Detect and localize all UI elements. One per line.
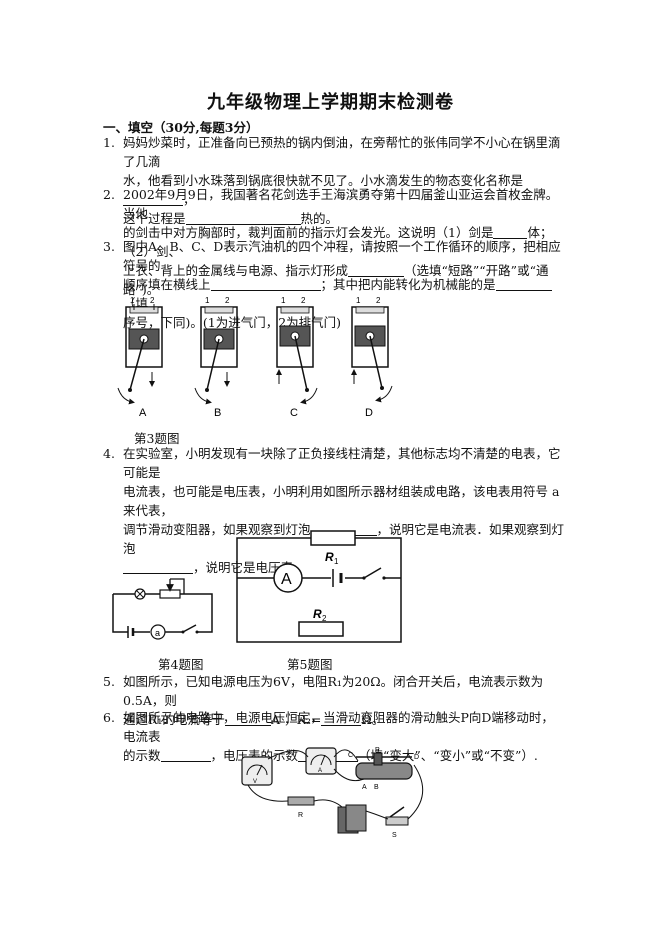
question-text: 电流表，也可能是电压表，小明利用如图所示器材组装成电路，该电表用符号 a 来代表… [123, 484, 560, 518]
answer-blank[interactable] [224, 712, 271, 726]
switch-symbol [182, 624, 197, 633]
exhaust-valve-label: 2 [225, 296, 230, 305]
resistor-label: R [298, 812, 303, 819]
answer-blank[interactable] [160, 748, 211, 762]
ammeter-symbol [273, 563, 303, 593]
exhaust-valve-label: 2 [301, 296, 306, 305]
question-text: A ，R₂= [270, 712, 322, 727]
question-text: 调节滑动变阻器，如果观察到灯泡 [123, 522, 311, 537]
page-title: 九年级物理上学期期末检测卷 [207, 92, 454, 113]
resistor-r2 [298, 621, 344, 637]
question-text: 的剑击中对方胸部时，裁判面前的指示灯会发光。这说明（1）剑是 [123, 225, 494, 240]
stroke-label-b: B [214, 407, 221, 419]
question-text: 如图所示，已知电源电压为6V，电阻R₁为20Ω。闭合开关后，电流表示数为0.5A… [123, 674, 544, 708]
answer-blank[interactable] [321, 712, 362, 726]
stroke-label-d: D [365, 407, 373, 419]
stroke-label-a: A [139, 407, 147, 419]
exhaust-valve-label: 2 [376, 296, 381, 305]
question-text: ，电压表的示数 [210, 748, 299, 763]
answer-blank[interactable] [185, 211, 301, 225]
question-text: 通过R₁的电流等于 [123, 712, 225, 727]
intake-valve-label: 1 [281, 296, 286, 305]
resistor-r2-label: R [313, 607, 322, 621]
question-text: 水，他看到小水珠落到锅底很快就不见了。小水滴发生的物态变化名称是 [123, 173, 524, 188]
question-number: 3. [103, 239, 115, 254]
question-number: 2. [103, 187, 115, 202]
engine-cylinder-a: 1 2 A [117, 296, 163, 419]
rheostat-slider[interactable] [373, 752, 383, 766]
question-number: 4. [103, 446, 115, 461]
terminal-d-label: D [414, 754, 419, 761]
question-5: 5. 如图所示，已知电源电压为6V，电阻R₁为20Ω。闭合开关后，电流表示数为0… [103, 672, 565, 729]
question-1: 1. 妈妈炒菜时，正准备向已预热的锅内倒油，在旁帮忙的张伟同学不小心在锅里滴了几… [103, 133, 565, 228]
section-heading: 一、填空（30分,每题3分） [103, 120, 259, 135]
figure-caption: 第3题图 [134, 431, 180, 446]
answer-blank[interactable] [123, 560, 193, 574]
question-text: 的示数 [123, 748, 161, 763]
question-text: 妈妈炒菜时，正准备向已预热的锅内倒油，在旁帮忙的张伟同学不小心在锅里滴了几滴 [123, 135, 561, 169]
answer-blank[interactable] [495, 277, 552, 291]
question-text: Ω。 [361, 712, 385, 727]
exhaust-valve-label: 2 [150, 296, 155, 305]
voltmeter [241, 756, 273, 786]
resistor-r1 [310, 530, 356, 546]
question-text: 这个过程是 [123, 211, 186, 226]
figure-caption: 第4题图 [158, 657, 204, 672]
ammeter-label: A [281, 571, 292, 588]
terminal-b-label: B [374, 784, 379, 791]
answer-blank[interactable] [210, 277, 321, 291]
intake-valve-label: 1 [205, 296, 210, 305]
question-number: 1. [103, 135, 115, 150]
question-text: 在实验室，小明发现有一块除了正负接线柱清楚，其他标志均不清楚的电表，它可能是 [123, 446, 561, 480]
rheostat-symbol [159, 589, 181, 599]
question-text: 上衣、背上的金属线与电源、指示灯形成 [123, 263, 349, 278]
figure-caption: 第5题图 [287, 657, 333, 672]
slider-p-label: P [375, 747, 380, 754]
question-text: 顺序填在横线上 [123, 277, 211, 292]
engine-cylinder-b: 1 2 B [194, 296, 238, 419]
terminal-c-label: C [348, 752, 353, 759]
meter-label: a [155, 628, 160, 638]
resistor-r2-subscript: 2 [322, 614, 327, 623]
question-text: ，说明它是电流表．如果观察到灯泡 [123, 522, 565, 556]
answer-blank[interactable] [348, 263, 405, 277]
question-text: （选填“短路”“开路”或“通路”)。 [123, 263, 549, 297]
stroke-label-c: C [290, 407, 298, 419]
question-text: （填“变大”、“变小”或“不变”）. [358, 748, 538, 763]
intake-valve-label: 1 [356, 296, 361, 305]
resistor-r1-label: R [325, 550, 334, 564]
switch[interactable] [385, 816, 409, 826]
question-text: ；其中把内能转化为机械能的是 [320, 277, 496, 292]
rheostat [355, 762, 413, 780]
terminal-a-label: A [362, 784, 367, 791]
question-text: 如图所示的电路中，电源电压恒定，当滑动变阻器的滑动触头P向D端移动时，电流表 [123, 710, 554, 744]
answer-blank[interactable] [493, 225, 528, 239]
question-number: 6. [103, 710, 115, 725]
ammeter [305, 747, 337, 775]
answer-blank[interactable] [123, 192, 183, 206]
question-text: 2002年9月9日，我国著名花剑选手王海滨勇夺第十四届釜山亚运会首枚金牌。当他 [123, 187, 559, 221]
switch-label: S [392, 832, 397, 839]
engine-cylinder-c: 1 2 C [276, 296, 318, 419]
switch-symbol [363, 567, 382, 579]
circuit-figure-5: R 1 A R 2 [236, 530, 402, 643]
resistor-r1-subscript: 1 [334, 557, 339, 566]
question-2: 2. 2002年9月9日，我国著名花剑选手王海滨勇夺第十四届釜山亚运会首枚金牌。… [103, 185, 565, 299]
question-number: 5. [103, 674, 115, 689]
engine-strokes-figure: 1 2 A 1 2 B 1 2 C 1 [117, 296, 393, 419]
ammeter-label: A [318, 768, 322, 774]
question-text: ， [183, 192, 196, 207]
engine-cylinder-d: 1 2 D [351, 296, 393, 419]
question-text: 热的。 [300, 211, 339, 226]
circuit-figure-4: a [112, 578, 213, 640]
intake-valve-label: 1 [130, 296, 135, 305]
question-6: 6. 如图所示的电路中，电源电压恒定，当滑动变阻器的滑动触头P向D端移动时，电流… [103, 708, 565, 765]
question-text: 体；（2）剑、 [123, 225, 553, 259]
question-text: 图中A、B、C、D表示汽油机的四个冲程，请按照一个工作循环的顺序，把相应符号的 [123, 239, 561, 273]
voltmeter-label: V [253, 779, 257, 785]
circuit-figure-6: V A C D P A B R S [241, 747, 424, 839]
resistor-r [287, 796, 315, 806]
